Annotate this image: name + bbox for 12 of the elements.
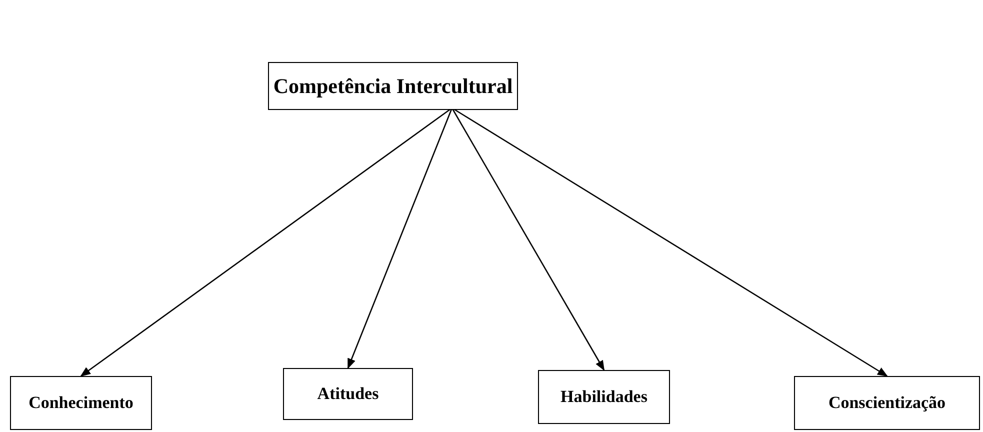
arrow	[347, 108, 453, 369]
box-label: Conhecimento	[28, 393, 134, 413]
arrow	[451, 108, 605, 371]
concept-box	[283, 368, 413, 420]
box-label: Conscientização	[828, 393, 946, 413]
concept-box	[268, 62, 518, 110]
concept-box	[538, 370, 670, 424]
concept-box	[794, 376, 980, 430]
box-label: Competência Intercultural	[273, 74, 513, 98]
concept-box	[10, 376, 152, 430]
box-label: Atitudes	[317, 384, 379, 404]
box-label: Habilidades	[560, 387, 648, 407]
